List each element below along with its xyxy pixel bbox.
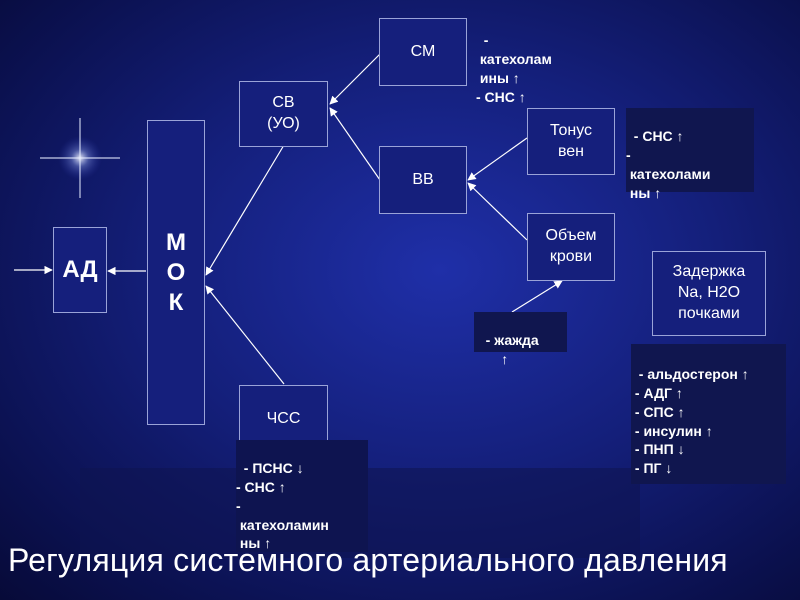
note-zaderzhka-factors: - альдостерон ↑ - АДГ ↑ - СПС ↑ - инсули… (631, 344, 786, 484)
note-obem-factors: - жажда ↑ (474, 312, 567, 367)
arrow-obem-to-vv (467, 182, 528, 241)
node-vv: ВВ (379, 146, 467, 214)
note-zaderzhka-factors-text: - альдостерон ↑ - АДГ ↑ - СПС ↑ - инсули… (634, 365, 749, 477)
note-sm-factors: - катехолам ины ↑ - СНС ↑ (476, 12, 596, 105)
node-tonus-ven: Тонус вен (527, 108, 615, 175)
note-sm-factors-text: - катехолам ины ↑ - СНС ↑ (476, 31, 552, 105)
note-chss-factors-text: - ПСНС ↓ - СНС ↑ - катехоламин ны ↑ (236, 459, 329, 552)
page-title: Регуляция системного артериального давле… (8, 542, 728, 578)
note-tonus-factors-text: - СНС ↑ - катехолами ны ↑ (626, 127, 711, 201)
arrow-sm-to-sv (329, 53, 381, 105)
node-sv-label: СВ (УО) (267, 94, 300, 132)
node-ad-label: АД (62, 256, 98, 284)
note-tonus-factors: - СНС ↑ - катехолами ны ↑ (626, 108, 754, 201)
node-mok-label: М О К (166, 228, 186, 316)
node-tonus-ven-label: Тонус вен (549, 121, 593, 160)
node-mok: М О К (147, 120, 205, 425)
node-chss-label: ЧСС (266, 409, 301, 427)
node-obem-krovi: Объем крови (527, 213, 615, 281)
arrow-sv-to-mok (205, 139, 288, 276)
arrow-chss-to-mok (205, 285, 285, 385)
note-chss-factors: - ПСНС ↓ - СНС ↑ - катехоламин ны ↑ (236, 440, 368, 552)
arrow-tonus-to-vv (467, 137, 528, 181)
node-sv: СВ (УО) (239, 81, 328, 147)
note-obem-factors-text: - жажда ↑ (485, 331, 539, 367)
node-zaderzhka: Задержка Na, H2O почками (652, 251, 766, 336)
node-obem-krovi-label: Объем крови (545, 227, 597, 265)
node-vv-label: ВВ (412, 170, 434, 188)
node-sm-label: СМ (410, 42, 436, 60)
node-ad: АД (53, 227, 107, 313)
arrow-thirst-to-obem (511, 280, 563, 313)
node-zaderzhka-label: Задержка Na, H2O почками (672, 263, 746, 322)
arrow-vv-to-sv (329, 107, 381, 181)
node-sm: СМ (379, 18, 467, 86)
